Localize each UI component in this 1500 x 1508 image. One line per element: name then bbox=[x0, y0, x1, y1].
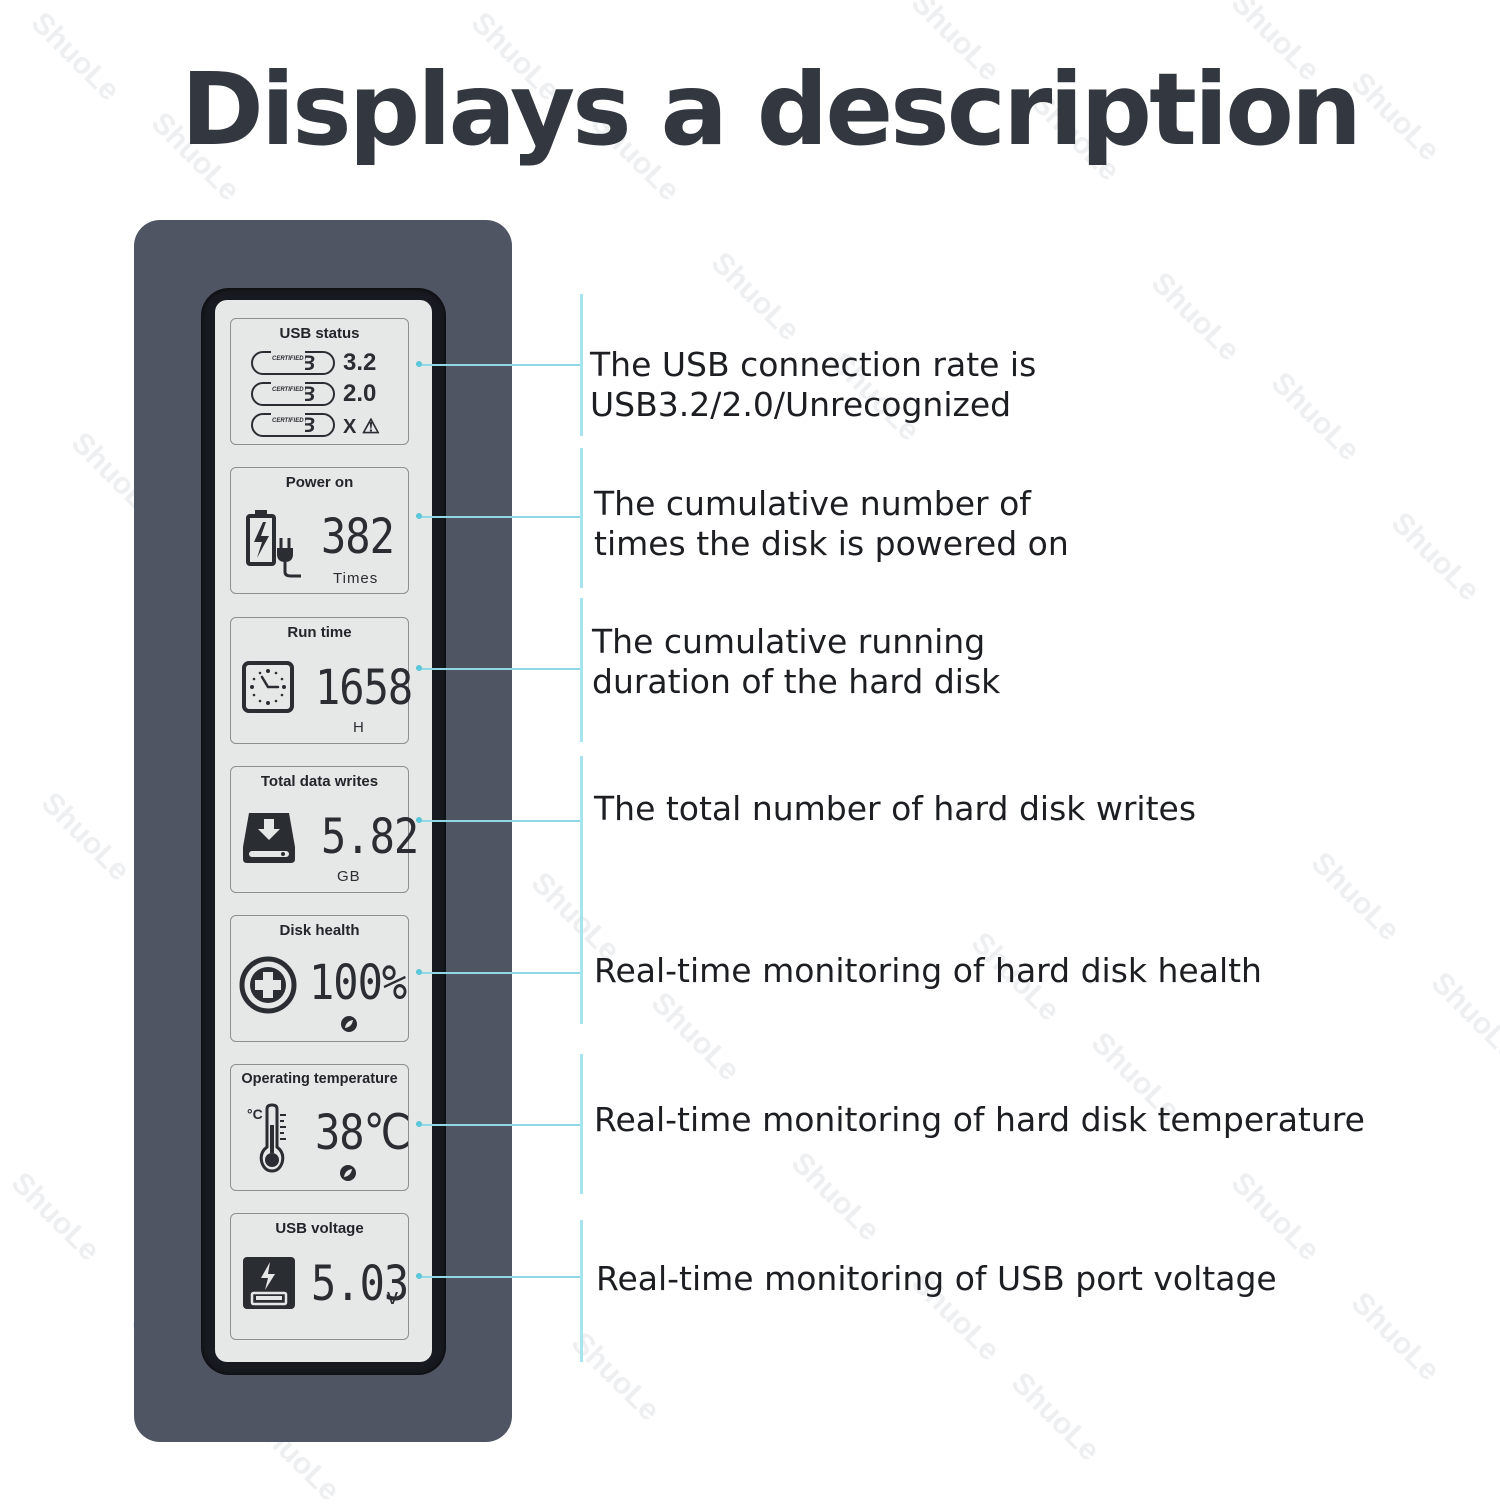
usb-row-unrecognized: USBCERTIFIED X ⚠ bbox=[251, 411, 401, 439]
power-on-unit: Times bbox=[333, 570, 379, 587]
watermark-text: ShuoLe bbox=[4, 1166, 106, 1268]
leader-dot bbox=[416, 361, 422, 367]
separator-bar bbox=[580, 884, 583, 1024]
total-writes-unit: GB bbox=[337, 868, 361, 885]
description-disk-health: Real-time monitoring of hard disk health bbox=[594, 951, 1262, 990]
usb-row-32: USBCERTIFIED 3.2 bbox=[251, 349, 401, 377]
leader-line-temperature bbox=[420, 1124, 580, 1126]
disk-health-title: Disk health bbox=[279, 922, 360, 939]
leader-dot bbox=[416, 969, 422, 975]
watermark-text: ShuoLe bbox=[1344, 1286, 1446, 1388]
run-time-value: 1658 bbox=[315, 659, 413, 716]
description-usb-voltage: Real-time monitoring of USB port voltage bbox=[596, 1259, 1277, 1298]
usb-version-32: 3.2 bbox=[343, 349, 377, 376]
watermark-text: ShuoLe bbox=[1004, 1366, 1106, 1468]
temperature-panel: Operating temperature °C 38℃ bbox=[230, 1064, 411, 1191]
usb-logo-icon: USBCERTIFIED bbox=[251, 411, 335, 437]
separator-bar bbox=[580, 756, 583, 884]
total-writes-title: Total data writes bbox=[260, 773, 379, 790]
leader-dot bbox=[416, 1121, 422, 1127]
svg-text:°C: °C bbox=[247, 1106, 263, 1122]
separator-bar bbox=[580, 448, 583, 588]
description-power-on: The cumulative number of times the disk … bbox=[594, 484, 1069, 563]
power-on-value: 382 bbox=[321, 508, 395, 565]
separator-bar bbox=[580, 1054, 583, 1194]
power-on-title: Power on bbox=[285, 474, 354, 491]
power-on-panel: Power on 382 Times bbox=[230, 467, 409, 594]
leader-dot bbox=[416, 665, 422, 671]
usb-status-panel: USB status USBCERTIFIED 3.2 USBCERTIFIED… bbox=[230, 318, 409, 445]
watermark-text: ShuoLe bbox=[784, 1146, 886, 1248]
usb-voltage-value: 5.03 bbox=[311, 1255, 409, 1312]
usb-logo-icon: USBCERTIFIED bbox=[251, 380, 335, 406]
separator-bar bbox=[580, 1220, 583, 1362]
leader-line-usb-voltage bbox=[420, 1276, 580, 1278]
temperature-title: Operating temperature bbox=[241, 1071, 398, 1087]
disk-health-value: 100% bbox=[309, 954, 407, 1011]
leader-dot bbox=[416, 1273, 422, 1279]
separator-bar bbox=[580, 598, 583, 742]
usb-row-20: USBCERTIFIED 2.0 bbox=[251, 380, 401, 408]
leader-dot bbox=[416, 513, 422, 519]
description-temperature: Real-time monitoring of hard disk temper… bbox=[594, 1100, 1365, 1139]
usb-version-unrecognized: X ⚠ bbox=[343, 416, 380, 438]
leader-line-usb-status bbox=[420, 364, 580, 366]
watermark-text: ShuoLe bbox=[1144, 266, 1246, 368]
watermark-text: ShuoLe bbox=[1264, 366, 1366, 468]
usb-logo-icon: USBCERTIFIED bbox=[251, 349, 335, 375]
clock-icon bbox=[242, 661, 294, 713]
temperature-value: 38℃ bbox=[315, 1104, 411, 1161]
run-time-panel: Run time 1658 H bbox=[230, 617, 413, 744]
battery-plug-icon bbox=[246, 510, 301, 578]
usb-voltage-title: USB voltage bbox=[275, 1220, 364, 1237]
page-title: Displays a description bbox=[180, 51, 1362, 168]
run-time-title: Run time bbox=[287, 624, 352, 641]
total-writes-panel: Total data writes 5.82 GB bbox=[230, 766, 419, 893]
watermark-text: ShuoLe bbox=[644, 986, 746, 1088]
medical-cross-icon bbox=[239, 956, 297, 1014]
description-run-time: The cumulative running duration of the h… bbox=[592, 622, 1001, 701]
leaf-icon bbox=[341, 1016, 357, 1032]
disk-health-panel: Disk health 100% bbox=[230, 915, 409, 1042]
leaf-icon bbox=[340, 1165, 356, 1181]
watermark-text: ShuoLe bbox=[704, 246, 806, 348]
description-usb-status: The USB connection rate is USB3.2/2.0/Un… bbox=[590, 345, 1037, 424]
usb-power-icon bbox=[243, 1257, 295, 1309]
usb-voltage-panel: USB voltage 5.03 v bbox=[230, 1213, 409, 1340]
leader-line-run-time bbox=[420, 668, 580, 670]
usb-status-title: USB status bbox=[279, 325, 360, 342]
watermark-text: ShuoLe bbox=[34, 786, 136, 888]
watermark-text: ShuoLe bbox=[1424, 966, 1500, 1068]
watermark-text: ShuoLe bbox=[1224, 1166, 1326, 1268]
usb-voltage-unit: v bbox=[387, 1284, 399, 1309]
watermark-text: ShuoLe bbox=[1384, 506, 1486, 608]
separator-bar bbox=[580, 294, 583, 436]
description-total-writes: The total number of hard disk writes bbox=[594, 789, 1197, 828]
disk-download-icon bbox=[243, 813, 295, 863]
thermometer-icon: °C bbox=[247, 1103, 286, 1173]
leader-line-total-writes bbox=[420, 820, 580, 822]
leader-line-disk-health bbox=[420, 972, 580, 974]
watermark-text: ShuoLe bbox=[1304, 846, 1406, 948]
usb-version-20: 2.0 bbox=[343, 380, 377, 407]
run-time-unit: H bbox=[353, 719, 365, 736]
leader-dot bbox=[416, 817, 422, 823]
total-writes-value: 5.82 bbox=[321, 808, 419, 865]
leader-line-power-on bbox=[420, 516, 580, 518]
